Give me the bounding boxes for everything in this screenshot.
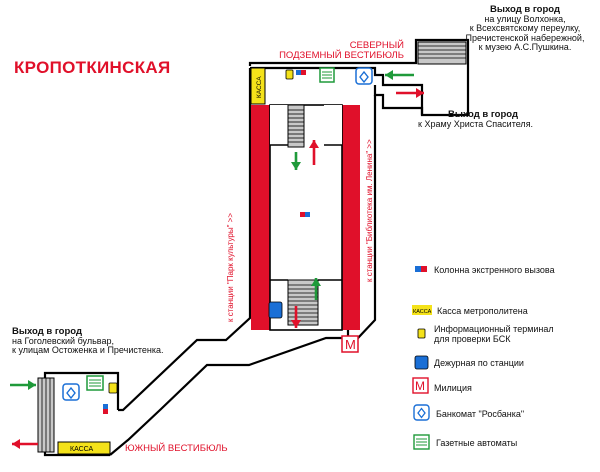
exit-heading: Выход в город bbox=[490, 4, 560, 15]
legend-label: Дежурная по станции bbox=[434, 358, 524, 368]
emergency-column-icon bbox=[103, 404, 108, 414]
north-kassa: КАССА bbox=[250, 67, 266, 105]
north-vestibule-line1: СЕВЕРНЫЙ bbox=[349, 40, 404, 51]
north-exit-stairs bbox=[417, 41, 467, 65]
exit-heading: Выход в город bbox=[448, 109, 518, 120]
ticket-office-icon: КАССА bbox=[412, 305, 432, 315]
info-terminal-icon bbox=[285, 69, 294, 80]
north-vestibule-label: СЕВЕРНЫЙ ПОДЗЕМНЫЙ ВЕСТИБЮЛЬ bbox=[272, 41, 404, 61]
exit-line: на улицу Волхонка, bbox=[484, 13, 566, 24]
north-escalator bbox=[270, 104, 342, 148]
svg-text:КАССА: КАССА bbox=[413, 309, 432, 315]
atm-icon bbox=[355, 67, 373, 85]
south-escalator bbox=[270, 279, 342, 326]
legend-label: Газетные автоматы bbox=[436, 438, 518, 448]
track-label-left: к станции "Парк культуры" >> bbox=[226, 213, 235, 322]
exit-south-gogolevsky: Выход в город на Гоголевский бульвар, к … bbox=[12, 327, 202, 356]
exit-line: на Гоголевский бульвар, bbox=[12, 335, 114, 346]
legend-icons: КАССА М bbox=[412, 266, 432, 450]
track-label-right: к станции "Библиотека им. Ленина" >> bbox=[365, 139, 374, 282]
exit-line: к Всехсвятскому переулку, bbox=[469, 23, 581, 34]
exit-north-cathedral: Выход в город к Храму Христа Спасителя. bbox=[418, 109, 534, 129]
exit-line: к Храму Христа Спасителя. bbox=[418, 118, 534, 129]
emergency-column-icon bbox=[300, 212, 310, 217]
legend-label: Колонна экстренного вызова bbox=[434, 265, 555, 275]
station-title: КРОПОТКИНСКАЯ bbox=[14, 58, 171, 77]
exit-line: Пречистенской набережной, bbox=[465, 32, 585, 43]
legend-label: Банкомат "Росбанка" bbox=[436, 409, 525, 419]
duty-officer-icon bbox=[414, 355, 429, 370]
south-kassa: КАССА bbox=[57, 441, 111, 455]
direction-arrows bbox=[10, 70, 424, 449]
atm-icon bbox=[413, 404, 430, 421]
police-icon: М bbox=[341, 335, 359, 353]
police-icon: М bbox=[412, 377, 429, 394]
svg-text:М: М bbox=[345, 337, 356, 352]
exit-line: к музею А.С.Пушкина. bbox=[478, 42, 572, 53]
svg-text:М: М bbox=[415, 379, 425, 393]
info-terminal-icon bbox=[108, 382, 118, 394]
south-vestibule-label: ЮЖНЫЙ ВЕСТИБЮЛЬ bbox=[125, 443, 228, 454]
south-kassa-label: КАССА bbox=[70, 446, 94, 453]
emergency-column-icon bbox=[296, 70, 306, 75]
info-terminal-icon bbox=[417, 328, 426, 339]
left-track-strip bbox=[251, 105, 270, 330]
right-track-strip bbox=[342, 105, 360, 330]
newspaper-machine-icon bbox=[413, 434, 430, 450]
north-kassa-label: КАССА bbox=[256, 76, 263, 98]
emergency-column-icon bbox=[415, 266, 427, 272]
south-exit-stairs bbox=[37, 377, 55, 453]
exit-north-volkhonka: Выход в город на улицу Волхонка, к Всехс… bbox=[455, 5, 595, 53]
newspaper-machine-icon bbox=[86, 375, 104, 391]
newspaper-machine-icon bbox=[319, 67, 335, 83]
duty-officer-icon bbox=[268, 301, 283, 319]
atm-icon bbox=[62, 383, 80, 401]
legend-label: Информационный терминал для проверки БСК bbox=[434, 324, 554, 345]
legend-label: Милиция bbox=[434, 383, 472, 393]
legend-label: Касса метрополитена bbox=[437, 306, 528, 316]
exit-line: к улицам Остоженка и Пречистенка. bbox=[12, 345, 164, 356]
north-vestibule-line2: ПОДЗЕМНЫЙ ВЕСТИБЮЛЬ bbox=[279, 49, 404, 61]
exit-heading: Выход в город bbox=[12, 326, 82, 337]
